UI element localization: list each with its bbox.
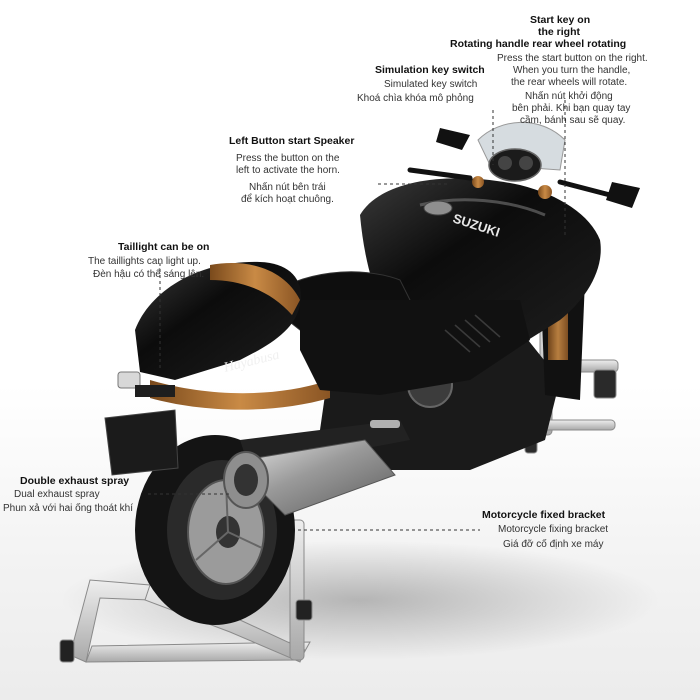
- callout-text: Press the start button on the right.: [497, 53, 648, 64]
- callout-text: the rear wheels will rotate.: [511, 77, 628, 88]
- callout-text: Press the button on the: [236, 153, 340, 164]
- taillight: [117, 371, 141, 389]
- callout-title: Taillight can be on: [118, 241, 210, 253]
- callout-title: Double exhaust spray: [20, 475, 130, 487]
- callout-text: The taillights can light up.: [88, 256, 201, 267]
- callout-text: bên phải. Khi bạn quay tay: [512, 103, 631, 114]
- callout-text: để kích hoạt chuông.: [241, 194, 334, 205]
- callout-text: Simulated key switch: [384, 79, 478, 90]
- cockpit: [407, 128, 640, 208]
- callout-text: Motorcycle fixing bracket: [498, 524, 609, 535]
- tail-section: [135, 261, 301, 380]
- callout-text: Nhấn nút khởi động: [525, 91, 613, 102]
- callout-title: Left Button start Speaker: [229, 135, 355, 147]
- callout-title: Motorcycle fixed bracket: [482, 509, 606, 521]
- callout-text: Phun xả với hai ống thoát khí: [3, 503, 133, 514]
- callout-title: Start key on: [530, 14, 591, 26]
- callout-text: Giá đỡ cố định xe máy: [503, 539, 604, 550]
- foot-peg: [370, 420, 400, 428]
- callout-text: Dual exhaust spray: [14, 489, 100, 500]
- callout-text: left to activate the horn.: [236, 165, 340, 176]
- exhaust-pipe: [230, 439, 396, 516]
- license-plate: [104, 409, 179, 476]
- fuel-cap: [423, 200, 453, 216]
- side-fairing: [300, 300, 530, 395]
- callout-text: Đèn hậu có thể sáng lên.: [93, 269, 205, 280]
- callout-title: the right: [538, 26, 580, 38]
- callout-text: Nhấn nút bên trái: [249, 182, 326, 193]
- fairing-vents: [444, 314, 501, 353]
- callout-title: Rotating handle rear wheel rotating: [450, 38, 627, 50]
- callout-text: When you turn the handle,: [513, 65, 631, 76]
- callout-title: Simulation key switch: [375, 64, 485, 76]
- callout-leader-lines: [148, 100, 566, 531]
- callout-text: cầm, bánh sau sẽ quay.: [520, 115, 626, 126]
- callout-text: Khoá chìa khóa mô phỏng: [357, 93, 474, 104]
